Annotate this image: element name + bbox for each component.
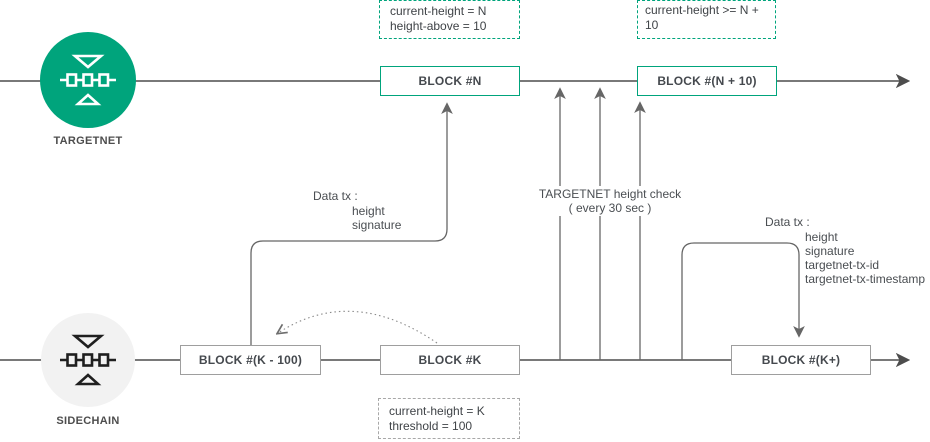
reference-arc: [278, 310, 438, 344]
block-n: BLOCK #N: [380, 66, 520, 96]
block-k: BLOCK #K: [380, 345, 520, 375]
annotation-block-k: current-height = K threshold = 100: [378, 398, 520, 439]
annotation-line: current-height = K: [389, 404, 485, 418]
sidechain-label: SIDECHAIN: [56, 415, 120, 427]
annotation-line: current-height >= N + 10: [645, 3, 759, 32]
height-check-line-1: TARGETNET height check: [538, 187, 682, 201]
data-tx-right-path: [681, 242, 805, 360]
blockchain-icon: [60, 54, 116, 106]
height-check-caption: TARGETNET height check ( every 30 sec ): [525, 186, 695, 216]
data-tx-field: targetnet-tx-timestamp: [805, 272, 926, 286]
annotation-line: height-above = 10: [390, 19, 487, 33]
annotation-line: current-height = N: [390, 4, 487, 18]
annotation-block-n: current-height = N height-above = 10: [379, 0, 520, 39]
data-tx-left-path: [250, 102, 453, 345]
targetnet-label: TARGETNET: [53, 135, 123, 147]
data-tx-left-fields: height signature: [352, 204, 401, 232]
height-check-line-2: ( every 30 sec ): [568, 201, 652, 215]
data-tx-field: height: [352, 204, 385, 218]
block-k-minus-100: BLOCK #(K - 100): [180, 345, 321, 375]
data-tx-right-fields: height signature targetnet-tx-id targetn…: [805, 230, 925, 286]
data-tx-left-title: Data tx :: [313, 189, 358, 203]
data-tx-field: signature: [805, 244, 855, 258]
annotation-block-n-plus-10: current-height >= N + 10: [637, 0, 776, 39]
sidechain-node: [41, 313, 135, 407]
data-tx-field: signature: [352, 218, 402, 232]
block-k-plus: BLOCK #(K+): [731, 345, 871, 375]
data-tx-field: height: [805, 230, 838, 244]
block-n-plus-10: BLOCK #(N + 10): [637, 66, 777, 96]
blockchain-icon: [60, 334, 116, 386]
data-tx-right-title: Data tx :: [765, 215, 810, 229]
annotation-line: threshold = 100: [389, 419, 473, 433]
targetnet-node: [40, 32, 136, 128]
data-tx-field: targetnet-tx-id: [805, 258, 880, 272]
